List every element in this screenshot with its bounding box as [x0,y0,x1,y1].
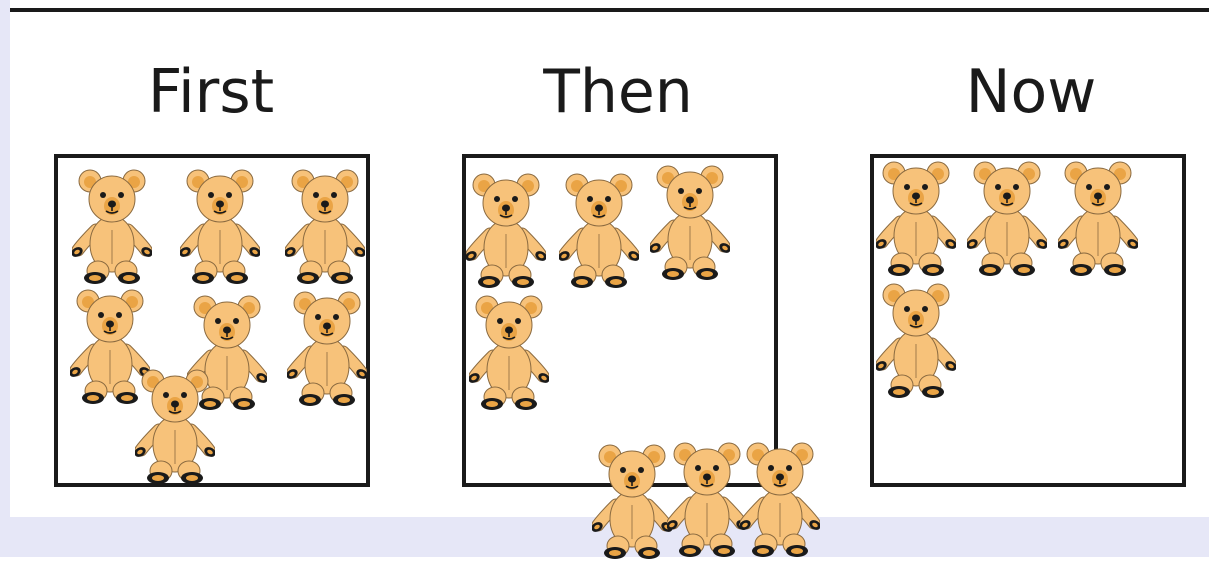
top-divider [10,8,1209,12]
teddy-bear-icon [876,282,956,400]
teddy-bear-icon [740,441,820,559]
teddy-bear-icon [667,441,747,559]
teddy-bear-icon [72,168,152,286]
teddy-bear-icon [876,160,956,278]
teddy-bear-icon [466,172,546,290]
teddy-bear-icon [650,164,730,282]
teddy-bear-icon [180,168,260,286]
panel-heading-now: Now [926,52,1136,132]
teddy-bear-icon [469,294,549,412]
panel-heading-then: Then [513,52,723,132]
teddy-bear-icon [1058,160,1138,278]
left-edge-strip [0,0,10,557]
teddy-bear-icon [287,290,367,408]
teddy-bear-icon [559,172,639,290]
teddy-bear-icon [967,160,1047,278]
teddy-bear-icon [285,168,365,286]
panel-heading-first: First [106,52,316,132]
teddy-bear-icon [135,368,215,486]
teddy-bear-icon [592,443,672,561]
